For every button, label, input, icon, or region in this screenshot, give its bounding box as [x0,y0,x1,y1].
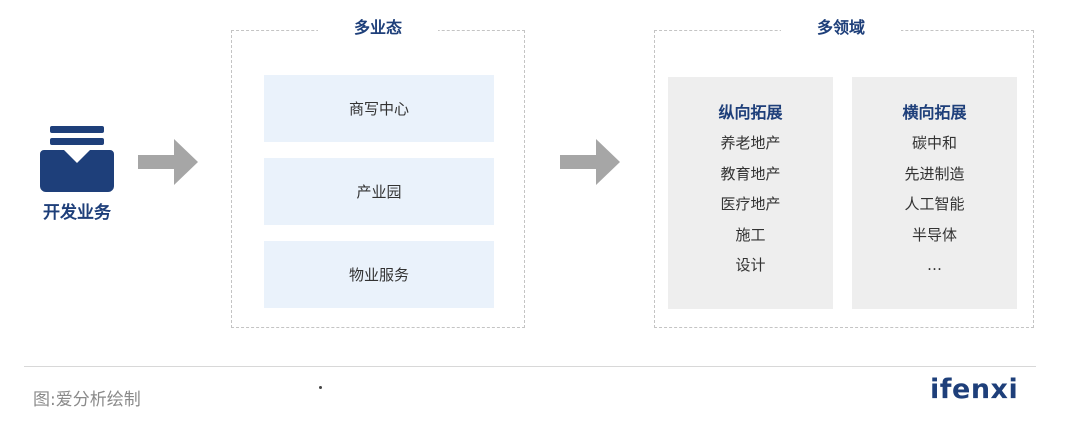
vertical-expansion-heading: 纵向拓展 [718,103,783,122]
arrow-right-icon [138,139,198,185]
list-item: … [927,256,942,274]
horizontal-expansion-box: 横向拓展 碳中和 先进制造 人工智能 半导体 … [852,77,1017,309]
multi-business-title: 多业态 [318,17,438,39]
horizontal-expansion-heading: 横向拓展 [902,103,967,122]
list-item: 碳中和 [911,134,957,152]
source-caption: 图:爱分析绘制 [33,390,141,410]
arrow-right-icon [560,139,620,185]
development-business-label: 开发业务 [43,203,111,223]
footer-divider [24,366,1036,367]
ifenxi-logo: ifenxi [930,374,1019,405]
list-item: 医疗地产 [720,195,781,213]
inbox-tray-icon [40,126,114,192]
business-item-industrial-park: 产业园 [264,158,494,225]
business-item-property-services: 物业服务 [264,241,494,308]
list-item: 教育地产 [720,164,781,183]
business-item-commercial: 商写中心 [264,75,494,142]
list-item: 设计 [735,256,766,274]
vertical-expansion-box: 纵向拓展 养老地产 教育地产 医疗地产 施工 设计 [668,77,833,309]
stray-dot [319,386,322,389]
list-item: 养老地产 [720,134,781,152]
list-item: 半导体 [911,225,957,244]
list-item: 施工 [735,225,766,244]
list-item: 人工智能 [904,195,965,213]
multi-domain-title: 多领域 [781,17,901,39]
list-item: 先进制造 [904,164,965,183]
